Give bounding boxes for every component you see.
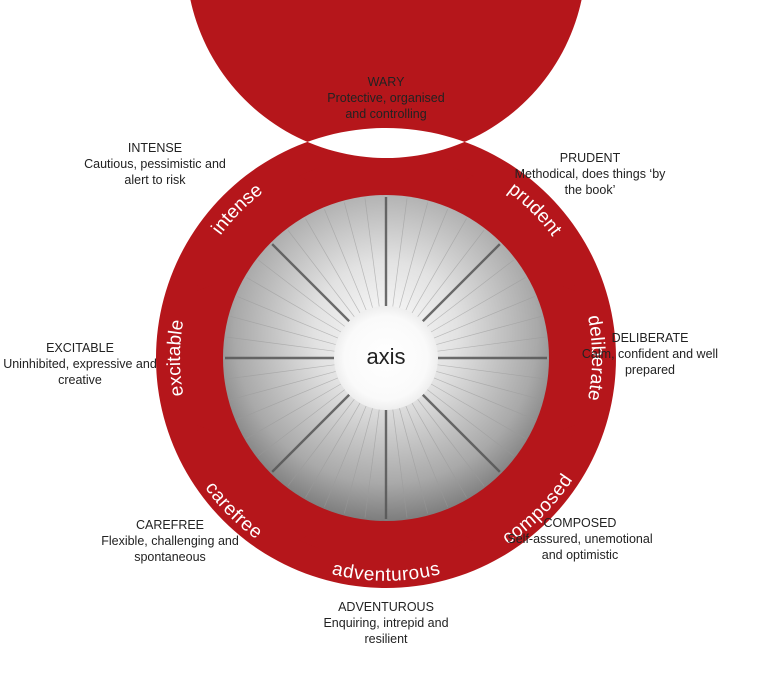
ring-arrows <box>195 167 577 549</box>
callout-excitable: EXCITABLE Uninhibited, expressive and crea… <box>0 340 190 388</box>
minor-spoke <box>392 198 408 307</box>
minor-spoke <box>411 402 467 498</box>
minor-spoke <box>324 405 367 507</box>
callout-description-line: Self-assured, unemotional <box>507 532 653 546</box>
arrow-icon <box>298 167 320 184</box>
minor-spoke <box>433 377 535 420</box>
minor-spoke <box>226 336 335 352</box>
major-spoke <box>421 243 501 323</box>
minor-spoke <box>417 230 485 317</box>
callout-name: ADVENTUROUS <box>338 600 434 614</box>
minor-spoke <box>417 399 485 486</box>
minor-spoke <box>237 377 339 420</box>
minor-spoke <box>436 315 542 345</box>
minor-spoke <box>324 209 367 311</box>
minor-spoke <box>405 405 448 507</box>
minor-spoke <box>258 389 345 457</box>
callout-description-line: and optimistic <box>541 548 619 562</box>
callout-description-line: prepared <box>624 363 676 377</box>
minor-spoke <box>427 259 514 327</box>
minor-spoke <box>437 364 546 380</box>
minor-spoke <box>433 296 535 339</box>
callout-intense: INTENSE Cautious, pessimistic and alert to… <box>45 140 265 188</box>
callout-name: DELIBERATE <box>611 331 689 345</box>
minor-spoke <box>246 277 342 333</box>
minor-spoke <box>405 209 448 311</box>
callout-description-line: Protective, organised <box>327 91 445 105</box>
arrow-icon <box>195 424 212 446</box>
ring-label-deliberate: deliberate <box>583 314 608 403</box>
minor-spoke <box>237 296 339 339</box>
minor-spoke <box>305 402 361 498</box>
callout-wary: WARY Protective, organised and controlling <box>276 74 496 122</box>
callout-prudent: PRUDENT Methodical, does things ‘by the bo… <box>480 150 700 198</box>
minor-spoke <box>430 277 526 333</box>
minor-spoke <box>287 399 355 486</box>
arrow-icon <box>195 270 212 292</box>
arrow-icon <box>298 532 320 549</box>
callout-deliberate: DELIBERATE Calm, confident and well prepar… <box>540 330 760 378</box>
minor-spoke <box>437 336 546 352</box>
callout-carefree: CAREFREE Flexible, challenging and spontan… <box>60 517 280 565</box>
callout-adventurous: ADVENTUROUS Enquiring, intrepid and resili… <box>276 599 496 647</box>
callout-description-line: Calm, confident and well <box>581 347 719 361</box>
arrow-icon <box>452 532 474 549</box>
minor-spoke <box>343 408 373 514</box>
callout-description-line: Flexible, challenging and <box>101 534 239 548</box>
arrow-icon <box>560 270 577 292</box>
minor-spoke <box>343 202 373 308</box>
minor-spoke <box>399 202 429 308</box>
center-label: axis <box>366 344 405 369</box>
minor-spoke <box>427 389 514 457</box>
minor-spoke <box>364 409 380 518</box>
center-hub <box>334 306 438 410</box>
callout-name: PRUDENT <box>559 151 621 165</box>
arrow-icon <box>560 424 577 446</box>
minor-spoke <box>430 383 526 439</box>
minor-spoke <box>258 259 345 327</box>
callout-name: INTENSE <box>127 141 183 155</box>
callout-description-line: resilient <box>364 632 408 646</box>
ring-label-excitable: excitable <box>164 318 188 398</box>
minor-spoke <box>364 198 380 307</box>
callout-name: EXCITABLE <box>46 341 114 355</box>
arrow-icon <box>452 167 474 184</box>
minor-spoke <box>246 383 342 439</box>
minor-spoke <box>392 409 408 518</box>
callout-description-line: spontaneous <box>134 550 206 564</box>
minor-spoke <box>287 230 355 317</box>
central-sphere <box>223 195 549 521</box>
minor-spoke <box>230 371 336 401</box>
callout-description-line: the book’ <box>564 183 616 197</box>
minor-spoke <box>399 408 429 514</box>
callout-description-line: Enquiring, intrepid and <box>323 616 449 630</box>
major-spoke <box>271 393 351 473</box>
callout-description-line: creative <box>58 373 102 387</box>
minor-spoke <box>230 315 336 345</box>
major-spoke <box>271 243 351 323</box>
minor-spoke <box>411 218 467 314</box>
minor-spoke <box>305 218 361 314</box>
callout-composed: COMPOSED Self-assured, unemotional and opt… <box>470 515 690 563</box>
minor-spoke <box>436 371 542 401</box>
callout-description-line: Methodical, does things ‘by <box>514 167 666 181</box>
callout-name: WARY <box>367 75 405 89</box>
callout-name: CAREFREE <box>135 518 205 532</box>
callout-description-line: Uninhibited, expressive and <box>3 357 157 371</box>
callout-name: COMPOSED <box>543 516 617 530</box>
major-spoke <box>421 393 501 473</box>
callout-description-line: alert to risk <box>124 173 186 187</box>
ring-label-wary: wary <box>364 136 408 158</box>
callout-description-line: and controlling <box>345 107 427 121</box>
callout-description-line: Cautious, pessimistic and <box>84 157 226 171</box>
minor-spoke <box>226 364 335 380</box>
